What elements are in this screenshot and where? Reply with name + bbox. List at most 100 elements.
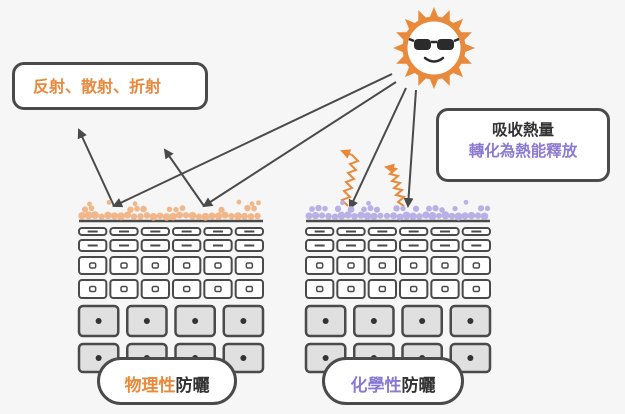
particle	[162, 213, 171, 221]
particle	[383, 212, 391, 220]
cell-nucleus	[120, 262, 128, 269]
cell-nucleus	[88, 285, 97, 293]
particle	[117, 212, 125, 221]
particle	[331, 213, 339, 221]
particle	[428, 212, 437, 221]
cell-nucleus	[378, 285, 387, 293]
particle	[137, 213, 144, 220]
particle	[234, 212, 242, 220]
cell-nucleus	[315, 285, 324, 293]
particle	[409, 212, 417, 220]
particle	[241, 212, 248, 220]
particle	[370, 212, 378, 220]
particle	[347, 206, 355, 213]
particle	[340, 200, 345, 206]
particle	[247, 213, 255, 220]
particle	[337, 211, 346, 220]
particle	[390, 212, 397, 220]
particle	[461, 212, 469, 220]
particle	[351, 213, 358, 220]
particle	[480, 212, 489, 221]
particle	[393, 205, 400, 212]
particle	[130, 213, 138, 220]
particle	[179, 205, 186, 212]
particle	[110, 212, 119, 220]
physical-sunscreen-label: 物理性防曬	[97, 357, 237, 405]
physical-sunscreen-particles	[78, 199, 261, 221]
skin-layers-chemical	[304, 219, 492, 374]
cell-nucleus	[467, 318, 474, 324]
heat-waves	[340, 149, 407, 207]
particle	[334, 205, 342, 213]
chemical-label-prefix: 化學性	[350, 376, 402, 396]
particle	[188, 211, 197, 220]
chemical-sunscreen-label: 化學性防曬	[322, 357, 464, 405]
cell-nucleus	[214, 285, 222, 293]
particle	[463, 199, 469, 205]
cell-nucleus	[95, 355, 102, 361]
chemical-sunscreen-particles	[305, 199, 491, 221]
particle	[454, 212, 463, 221]
cell-nucleus	[441, 285, 449, 293]
cell-nucleus	[240, 355, 247, 361]
chemical-label-suffix: 防曬	[401, 376, 436, 396]
particle	[123, 211, 132, 219]
particle	[251, 205, 257, 212]
cell-nucleus	[472, 285, 481, 293]
cell-nucleus	[370, 318, 377, 324]
particle	[474, 212, 482, 219]
particle	[104, 211, 112, 220]
particle	[416, 213, 423, 220]
particle	[256, 200, 261, 206]
cell-nucleus	[378, 262, 387, 269]
particle	[344, 211, 352, 219]
particle	[325, 212, 332, 220]
sun-with-sunglasses-icon	[393, 7, 475, 89]
cell-nucleus	[419, 318, 426, 324]
particle	[195, 213, 203, 220]
cell-nucleus	[409, 262, 418, 269]
physical-effects-text: 反射、散射、折射	[33, 77, 162, 96]
particle	[432, 205, 439, 212]
particle	[221, 211, 229, 219]
physical-label-prefix: 物理性	[124, 376, 176, 396]
particle	[484, 205, 491, 212]
cell-nucleus	[245, 285, 254, 293]
particle	[91, 211, 99, 219]
cell-nucleus	[120, 285, 128, 293]
particle	[208, 212, 216, 220]
particle	[467, 211, 476, 220]
particle	[88, 205, 95, 212]
particle	[322, 205, 328, 212]
particle	[412, 205, 420, 212]
particle	[448, 212, 456, 220]
cell-nucleus	[409, 285, 418, 293]
particle	[363, 212, 372, 220]
cell-nucleus	[322, 318, 329, 324]
cell-nucleus	[467, 355, 474, 361]
particle	[426, 205, 432, 212]
cell-nucleus	[347, 285, 355, 293]
particle	[366, 200, 371, 206]
particle	[435, 212, 443, 219]
particle	[422, 211, 430, 219]
cell-nucleus	[322, 355, 329, 361]
particle	[84, 211, 93, 220]
cell-nucleus	[182, 262, 191, 269]
particle	[311, 211, 320, 220]
cell-nucleus	[192, 318, 199, 324]
particle	[140, 205, 147, 213]
chemical-effects-bubble: 吸收熱量 轉化為熱能釋放	[436, 108, 610, 182]
particle	[249, 201, 255, 207]
particle	[143, 212, 151, 219]
cell-nucleus	[88, 262, 97, 269]
cell-nucleus	[151, 262, 160, 269]
particle	[361, 206, 367, 213]
skin-layers-physical	[77, 219, 265, 374]
particle	[373, 206, 381, 213]
particle	[175, 211, 184, 219]
physical-label-suffix: 防曬	[175, 376, 210, 396]
particle	[315, 204, 322, 212]
particle	[377, 212, 384, 219]
cell-nucleus	[315, 262, 324, 269]
